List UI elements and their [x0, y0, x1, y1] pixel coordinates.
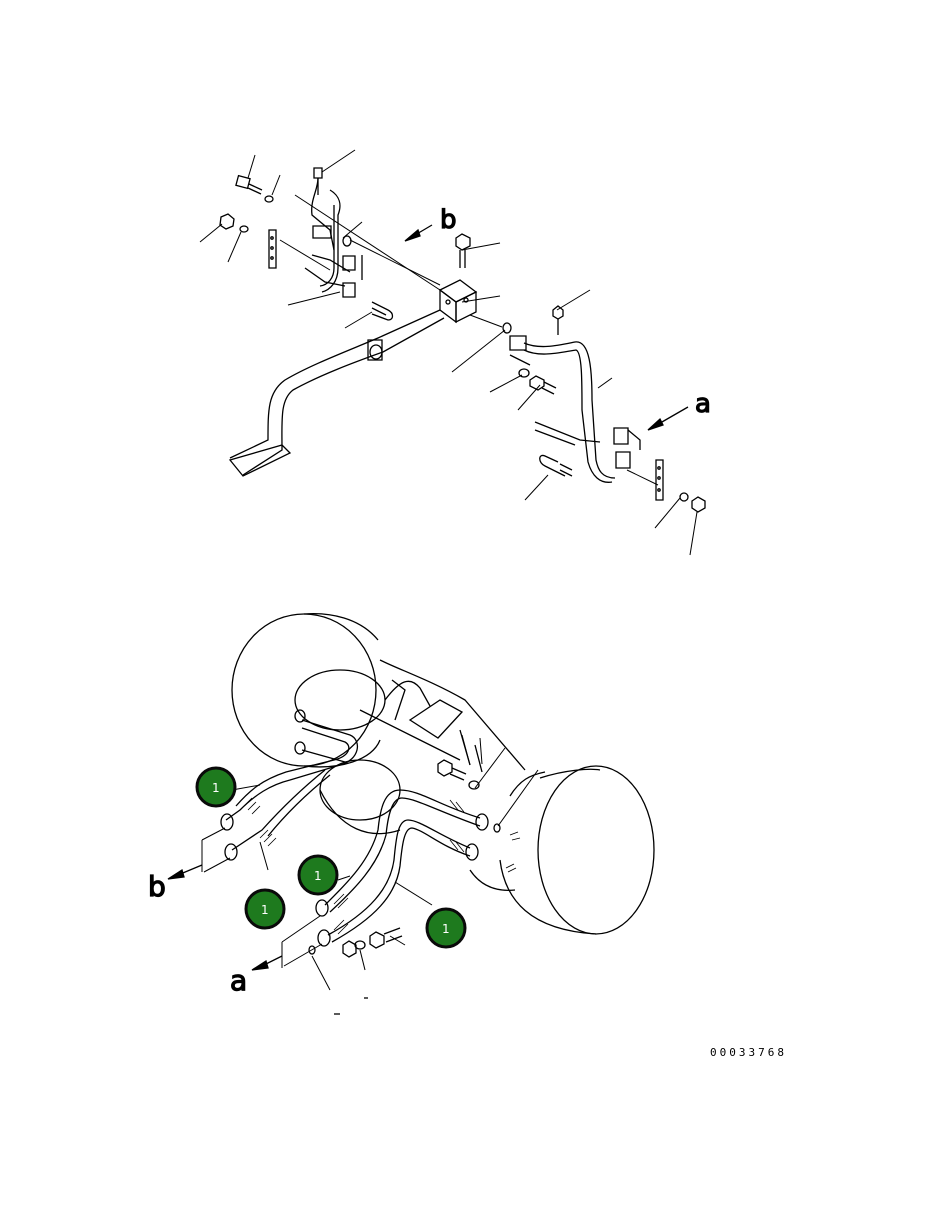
arrow-a-top	[648, 407, 688, 430]
drum-markings	[506, 832, 520, 872]
bottom-assembly-view: b a	[147, 614, 654, 1014]
callout-badge[interactable]: 1	[246, 890, 284, 928]
top-exploded-view: b a	[200, 150, 712, 555]
nut-icon	[343, 941, 356, 957]
callout-badge[interactable]: 1	[197, 768, 235, 806]
fitting-icon	[314, 168, 322, 195]
hose-lower	[325, 790, 480, 942]
washer-icon	[265, 196, 273, 202]
fitting-icon	[553, 306, 563, 335]
callout-text: 1	[212, 781, 220, 795]
o-ring-icon	[503, 323, 511, 333]
right-drum	[470, 766, 654, 934]
u-bolt-icon	[372, 302, 393, 320]
hose-fitting-icon	[221, 710, 488, 946]
arrow-a-bottom	[252, 956, 282, 970]
label-a-bottom: a	[230, 964, 247, 997]
u-bolt-icon	[540, 455, 572, 476]
pipe-left-riser	[305, 178, 362, 297]
washer-icon	[469, 781, 479, 789]
distribution-block-icon	[440, 280, 476, 322]
callout-badge[interactable]: 1	[299, 856, 337, 894]
washer-icon	[680, 493, 688, 501]
bolt-icon	[530, 376, 556, 394]
callout-text: 1	[442, 922, 450, 936]
left-drum	[232, 614, 385, 767]
callout-badge[interactable]: 1	[427, 909, 465, 947]
leader-lines-bottom	[202, 735, 538, 990]
arrow-b-bottom	[168, 865, 202, 879]
bolt-icon	[456, 234, 470, 268]
o-ring-icon	[494, 824, 500, 832]
bolt-icon	[236, 176, 262, 194]
washer-icon	[240, 226, 248, 232]
pipe-right-main	[510, 336, 640, 482]
callout-text: 1	[314, 869, 322, 883]
hose-texture	[244, 798, 464, 934]
washer-icon	[519, 369, 529, 377]
clamp-plate-icon	[269, 230, 276, 268]
document-number: 00033768	[710, 1046, 787, 1059]
o-ring-icon	[343, 236, 351, 246]
nut-icon	[692, 497, 705, 512]
arrow-b-top	[405, 225, 432, 241]
axle-housing	[320, 660, 525, 834]
callout-text: 1	[261, 903, 269, 917]
pipe-left-main	[230, 310, 444, 476]
hose-upper	[226, 720, 357, 850]
bolt-icon	[438, 760, 466, 780]
label-b-top: b	[440, 205, 457, 235]
bolt-icon	[370, 928, 402, 948]
nut-icon	[220, 214, 234, 229]
leader-lines-top	[200, 150, 697, 555]
label-a-top: a	[695, 389, 711, 419]
label-b-bottom: b	[148, 870, 166, 903]
o-ring-icon	[309, 946, 315, 954]
clamp-plate-icon	[656, 460, 663, 500]
